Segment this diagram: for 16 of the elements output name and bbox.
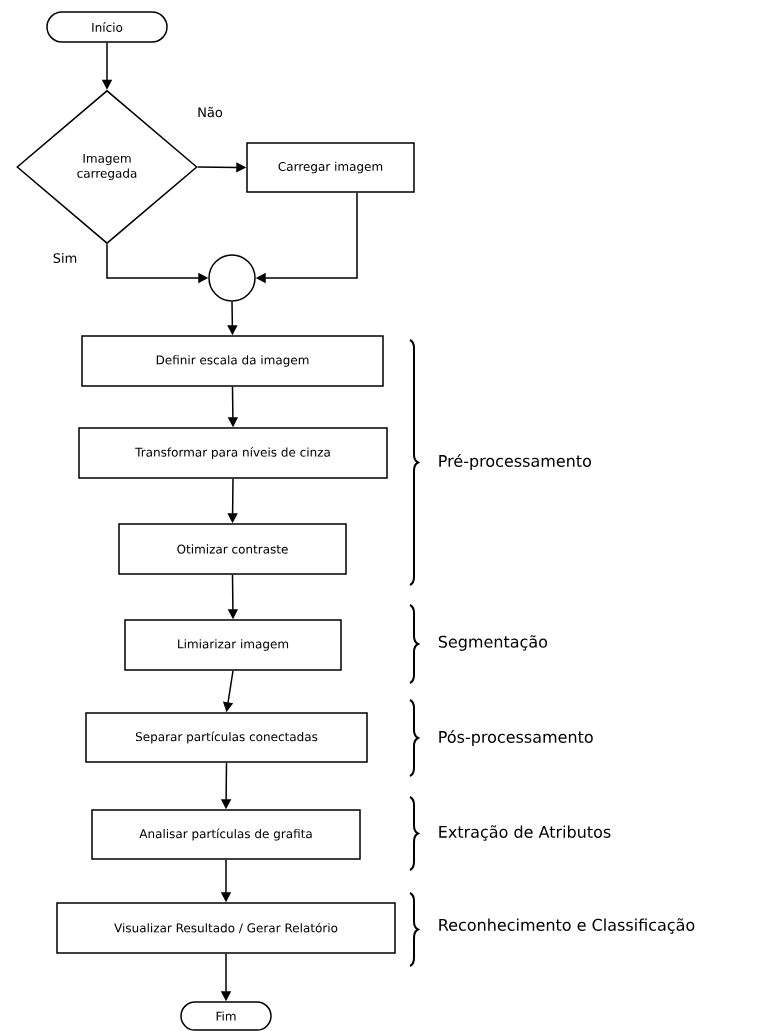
connector-circle (208, 254, 256, 302)
process-box: Visualizar Resultado / Gerar Relatório (56, 902, 396, 954)
stage-label: Reconhecimento e Classificação (439, 918, 695, 934)
process-box: Limiarizar imagem (124, 619, 342, 671)
process-box: Otimizar contraste (118, 523, 347, 575)
process-box: Separar partículas conectadas (85, 712, 368, 763)
process-box: Carregar imagem (246, 142, 415, 193)
stage-label: Extração de Atributos (439, 825, 611, 841)
edge-label: Não (196, 105, 224, 119)
process-box: Transformar para níveis de cinza (78, 427, 388, 479)
process-box: Definir escala da imagem (81, 335, 384, 387)
stage-label: Pré-processamento (439, 453, 591, 471)
stage-label: Pós-processamento (439, 729, 593, 747)
stage-label: Segmentação (438, 635, 548, 651)
process-box: Analisar partículas de grafita (91, 809, 361, 860)
edge-label: Sim (51, 252, 79, 265)
